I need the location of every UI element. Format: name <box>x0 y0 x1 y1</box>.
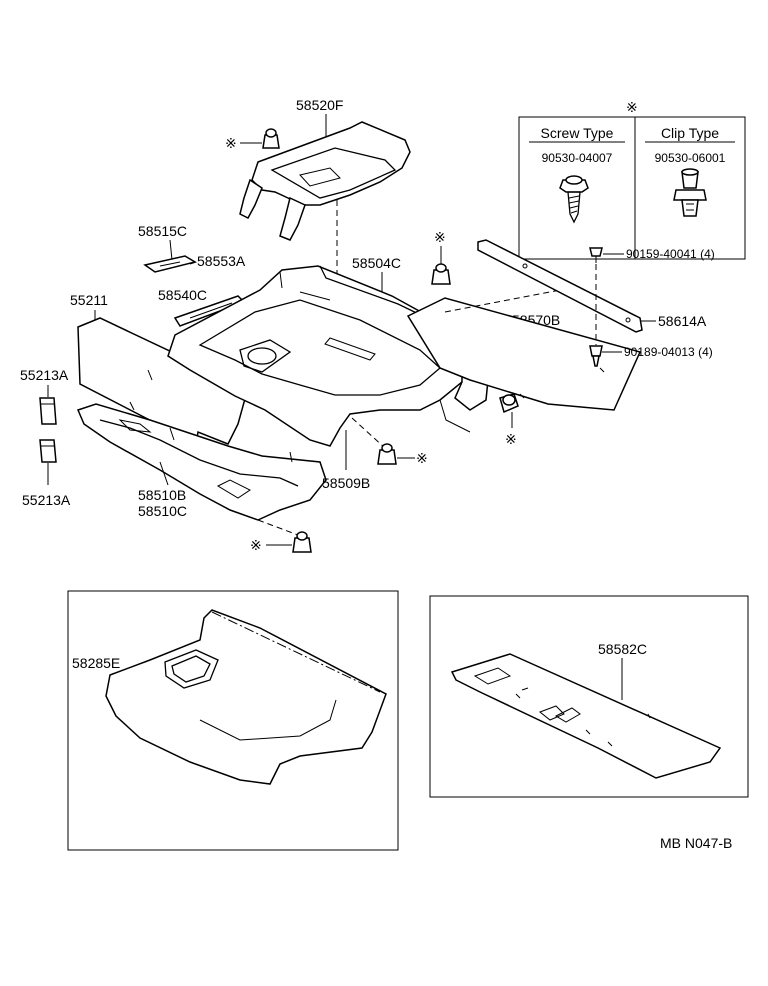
mark-symbol: ※ <box>250 537 262 553</box>
legend-mark: ※ <box>626 99 638 115</box>
mark-symbol: ※ <box>416 450 428 466</box>
label-55213A-top: 55213A <box>20 367 69 383</box>
label-90189: 90189-04013 (4) <box>624 345 713 359</box>
screw-icon <box>559 175 589 224</box>
label-58540C: 58540C <box>158 287 207 303</box>
label-58520F: 58520F <box>296 97 343 113</box>
label-58614A: 58614A <box>658 313 707 329</box>
part-58520F: 58520F <box>239 97 411 395</box>
label-58515C: 58515C <box>138 223 187 239</box>
label-58553A: 58553A <box>197 253 246 269</box>
mark-clip-right: ※ <box>499 393 519 447</box>
mark-clip-lower-left: ※ <box>250 531 312 553</box>
mark-clip-center-bottom: ※ <box>377 443 428 466</box>
part-90189-04013: 90189-04013 (4) <box>589 345 713 367</box>
part-58510B-58510C: 58510B 58510C <box>76 403 327 536</box>
part-58553A: 58553A <box>189 253 246 269</box>
label-58504C: 58504C <box>352 255 401 271</box>
label-55211: 55211 <box>70 292 108 308</box>
part-55213A-top: 55213A <box>20 367 69 425</box>
part-58515C: 58515C <box>138 223 197 273</box>
label-58509B: 58509B <box>322 475 370 491</box>
mark-symbol: ※ <box>434 229 446 245</box>
part-55211: 55211 <box>70 292 249 446</box>
legend-header-clip: Clip Type <box>661 125 719 141</box>
label-58510B: 58510B <box>138 487 186 503</box>
legend-screw-part-number: 90530-04007 <box>542 151 613 165</box>
part-58614A: 58614A <box>477 239 707 333</box>
clip-fastener-icon <box>589 247 603 257</box>
mark-symbol: ※ <box>225 135 237 151</box>
legend-clip-part-number: 90530-06001 <box>655 151 726 165</box>
legend-box <box>518 116 746 260</box>
diagram-code: MB N047-B <box>660 835 732 851</box>
part-58540C: 58540C <box>158 287 246 327</box>
label-58285E: 58285E <box>72 655 120 671</box>
part-58570B: 58570B <box>406 289 642 411</box>
mark-clip-center: ※ <box>431 229 451 285</box>
mark-symbol: ※ <box>505 431 517 447</box>
clip-fastener-icon <box>589 345 603 357</box>
label-55213A-bottom: 55213A <box>22 492 71 508</box>
label-58510C: 58510C <box>138 503 187 519</box>
label-90159: 90159-40041 (4) <box>626 247 715 261</box>
fastener-legend: ※ Screw Type Clip Type 90530-04007 90530… <box>518 99 746 260</box>
mark-clip-upper-left: ※ <box>225 128 280 151</box>
part-55213A-bottom: 55213A <box>22 439 71 508</box>
label-58582C: 58582C <box>598 641 647 657</box>
inset-box-58582C: 58582C <box>429 595 749 798</box>
part-58509B: 58509B <box>322 417 386 491</box>
clip-icon <box>673 168 707 217</box>
legend-header-screw: Screw Type <box>541 125 614 141</box>
inset-box-58285E: 58285E <box>67 590 399 851</box>
part-90159-40041: 90159-40041 (4) <box>589 247 715 345</box>
